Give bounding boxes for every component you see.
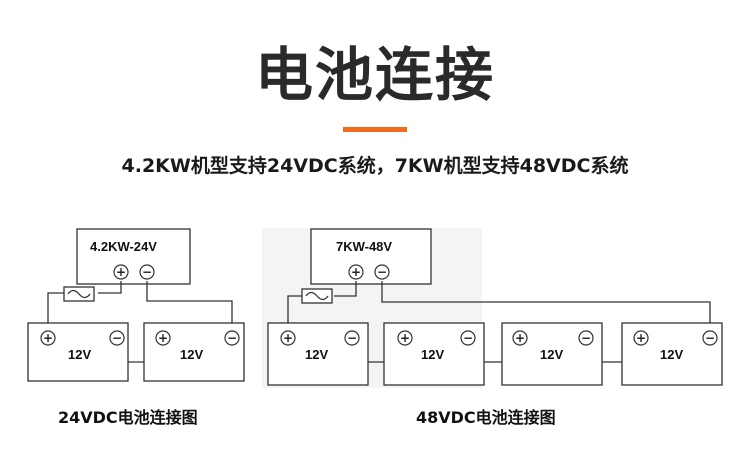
terminal-symbol: − (112, 331, 122, 345)
left-battery-2-label: 12V (180, 347, 203, 362)
right-battery-3-positive-terminal-icon (512, 330, 528, 346)
right-fuse-wave (305, 291, 329, 301)
right-battery-2-label: 12V (421, 347, 444, 362)
page-subtitle: 4.2KW机型支持24VDC系统，7KW机型支持48VDC系统 (121, 155, 629, 177)
right-battery-2-positive-terminal-icon (397, 330, 413, 346)
terminal-symbol: + (400, 331, 410, 345)
right-battery-1-negative-terminal-icon (344, 330, 360, 346)
right-battery-2-negative-terminal-icon (460, 330, 476, 346)
inverter-4-2kw-box (76, 228, 191, 285)
right-battery-3-label: 12V (540, 347, 563, 362)
terminal-symbol: + (636, 331, 646, 345)
right-inverter-positive-terminal-icon (348, 264, 364, 280)
terminal-symbol: + (515, 331, 525, 345)
right-inverter-negative-terminal-icon (374, 264, 390, 280)
terminal-symbol: − (377, 265, 387, 279)
left-battery-1 (27, 322, 129, 382)
right-battery-1-label: 12V (305, 347, 328, 362)
left-inverter-positive-terminal-icon (113, 264, 129, 280)
right-diagram-caption: 48VDC电池连接图 (416, 408, 556, 427)
right-battery-4-label: 12V (660, 347, 683, 362)
terminal-symbol: − (227, 331, 237, 345)
left-inverter-negative-terminal-icon (139, 264, 155, 280)
terminal-symbol: − (347, 331, 357, 345)
terminal-symbol: + (43, 331, 53, 345)
left-battery-1-positive-terminal-icon (40, 330, 56, 346)
terminal-symbol: − (705, 331, 715, 345)
left-battery-1-label: 12V (68, 347, 91, 362)
right-battery-4-negative-terminal-icon (702, 330, 718, 346)
terminal-symbol: − (463, 331, 473, 345)
accent-bar (343, 127, 407, 132)
inverter-7kw-box (310, 228, 432, 285)
terminal-symbol: + (351, 265, 361, 279)
terminal-symbol: + (116, 265, 126, 279)
terminal-symbol: − (142, 265, 152, 279)
right-battery-1-positive-terminal-icon (280, 330, 296, 346)
page-title: 电池连接 (254, 41, 495, 109)
left-fuse-wave (67, 289, 91, 299)
left-diagram-caption: 24VDC电池连接图 (58, 408, 198, 427)
terminal-symbol: + (283, 331, 293, 345)
right-battery-3-negative-terminal-icon (578, 330, 594, 346)
right-battery-4-positive-terminal-icon (633, 330, 649, 346)
terminal-symbol: + (158, 331, 168, 345)
left-battery-2-negative-terminal-icon (224, 330, 240, 346)
left-battery-1-negative-terminal-icon (109, 330, 125, 346)
left-battery-2-positive-terminal-icon (155, 330, 171, 346)
inverter-4-2kw-label: 4.2KW-24V (90, 239, 157, 254)
terminal-symbol: − (581, 331, 591, 345)
inverter-7kw-label: 7KW-48V (336, 239, 392, 254)
